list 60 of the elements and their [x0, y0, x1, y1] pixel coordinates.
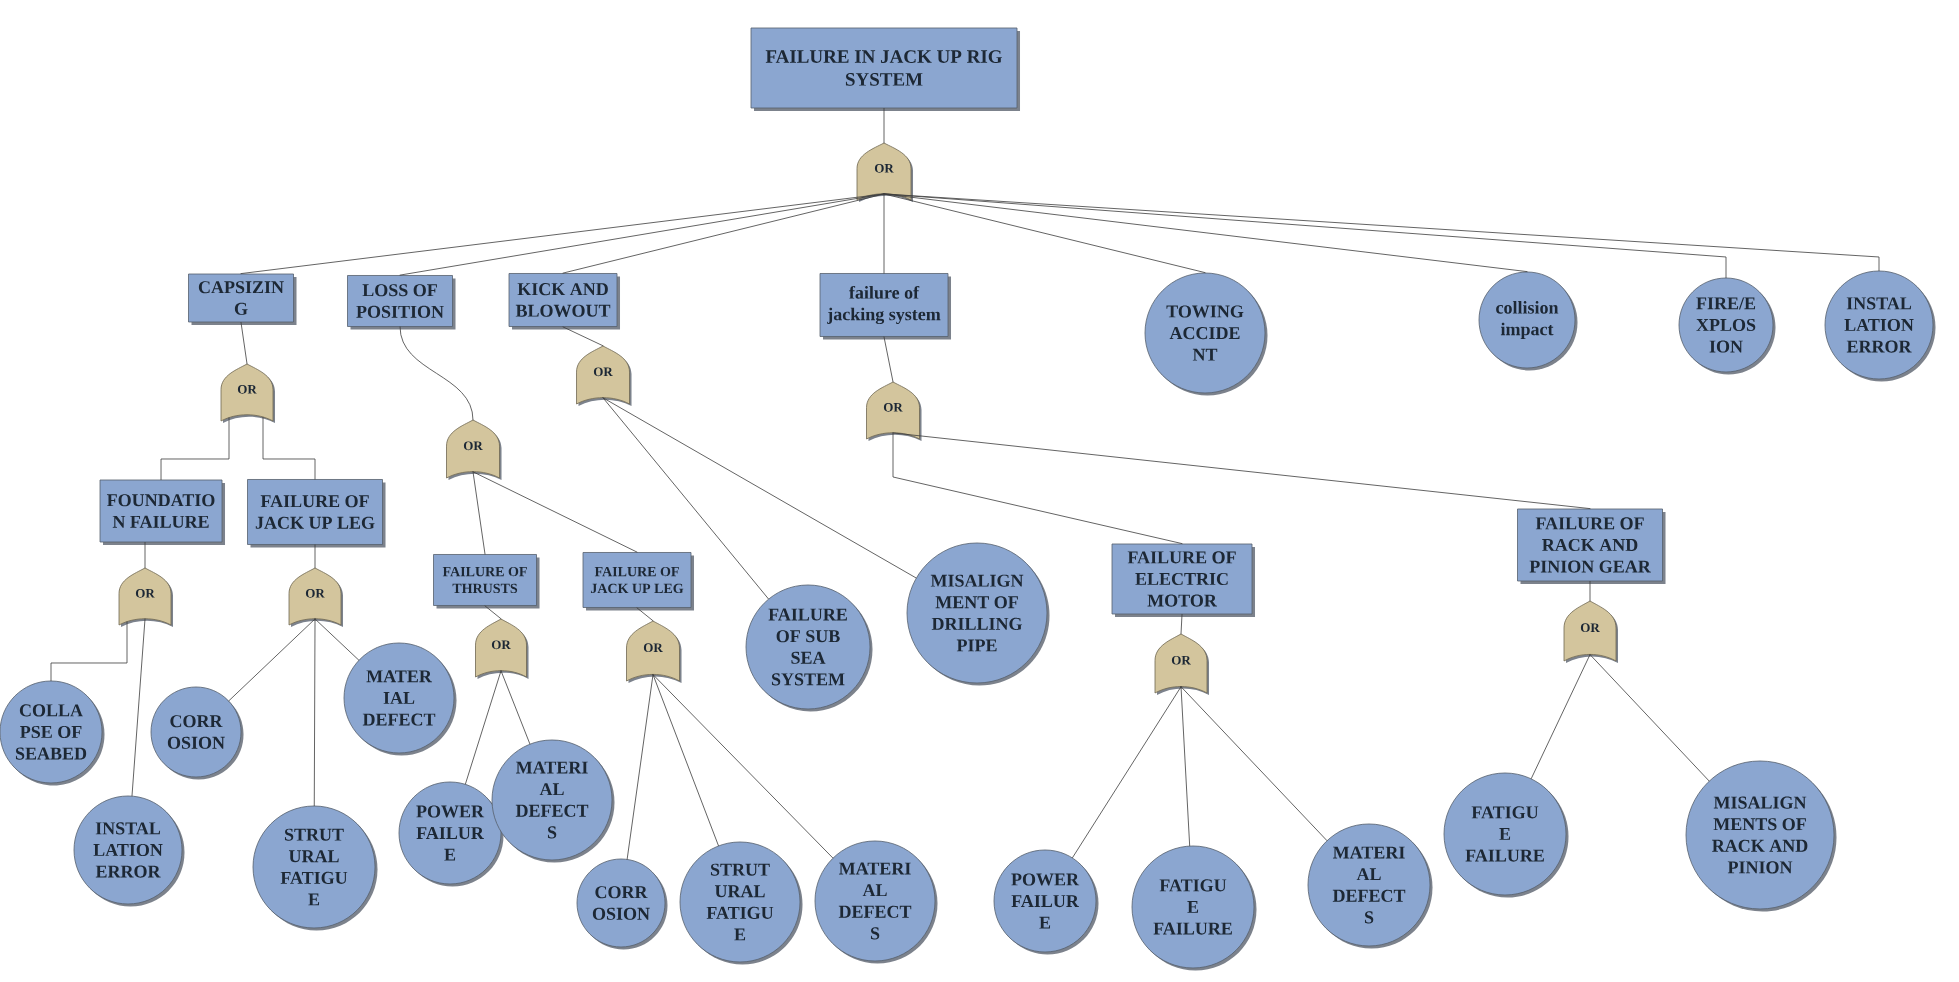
connector-line	[883, 336, 894, 383]
or-gate: OR	[118, 567, 173, 627]
connector-line	[626, 674, 654, 860]
or-gate: OR	[866, 381, 922, 441]
connector-line	[50, 621, 128, 681]
connector-line	[465, 670, 502, 785]
event-box: FOUNDATIO N FAILURE	[99, 479, 225, 545]
connector-line	[500, 670, 531, 745]
connector-line	[1072, 686, 1182, 858]
event-box: FAILURE IN JACK UP RIG SYSTEM	[750, 27, 1020, 111]
connector-line	[1180, 686, 1191, 847]
or-gate: OR	[475, 618, 529, 679]
connector-line	[562, 326, 604, 347]
or-gate: OR	[626, 620, 682, 683]
connector-line	[472, 471, 638, 553]
connector-line	[636, 607, 654, 622]
connector-line	[602, 397, 917, 579]
or-gate: OR	[220, 363, 275, 423]
or-gate: OR	[856, 142, 913, 202]
connector-line	[1589, 654, 1710, 782]
connector-line	[160, 417, 230, 480]
event-box: FAILURE OF JACK UP LEG	[247, 479, 386, 548]
or-gate: OR	[576, 345, 632, 406]
connector-line	[883, 108, 885, 144]
event-box: CAPSIZIN G	[188, 273, 297, 325]
connector-line	[313, 618, 316, 806]
or-gate: OR	[288, 567, 343, 627]
connector-line	[1180, 686, 1328, 841]
connector-line	[892, 432, 1183, 544]
event-box: failure of jacking system	[819, 273, 951, 340]
connector-line	[1180, 614, 1183, 635]
connector-line	[240, 322, 248, 365]
connector-line	[144, 542, 146, 569]
connector-line	[131, 618, 146, 797]
or-gate: OR	[1563, 600, 1618, 663]
connector-line	[652, 674, 719, 846]
connector-line	[314, 618, 360, 661]
connector-line	[652, 674, 834, 859]
connector-line	[228, 618, 316, 702]
connector-line	[883, 193, 1880, 271]
connector-line	[472, 471, 486, 555]
connector-line	[562, 193, 885, 274]
connector-line	[484, 605, 502, 620]
connector-line	[1530, 654, 1591, 779]
or-gate: OR	[1154, 633, 1209, 695]
connector-line	[1589, 581, 1591, 602]
connector-line	[314, 544, 316, 569]
event-box: FAILURE OF RACK AND PINION GEAR	[1517, 508, 1666, 584]
event-box: FAILURE OF ELECTRIC MOTOR	[1111, 543, 1255, 617]
connector-line	[892, 432, 1591, 509]
connector-line	[602, 397, 769, 600]
event-box: LOSS OF POSITION	[347, 275, 456, 330]
event-box: FAILURE OF JACK UP LEG	[582, 552, 694, 611]
connector-line	[399, 326, 474, 421]
or-gate: OR	[446, 419, 502, 480]
connector-line	[240, 193, 885, 274]
event-box: FAILURE OF THRUSTS	[433, 554, 540, 609]
event-box: KICK AND BLOWOUT	[508, 273, 620, 330]
connector-line	[262, 416, 316, 480]
connector-line	[883, 193, 885, 274]
